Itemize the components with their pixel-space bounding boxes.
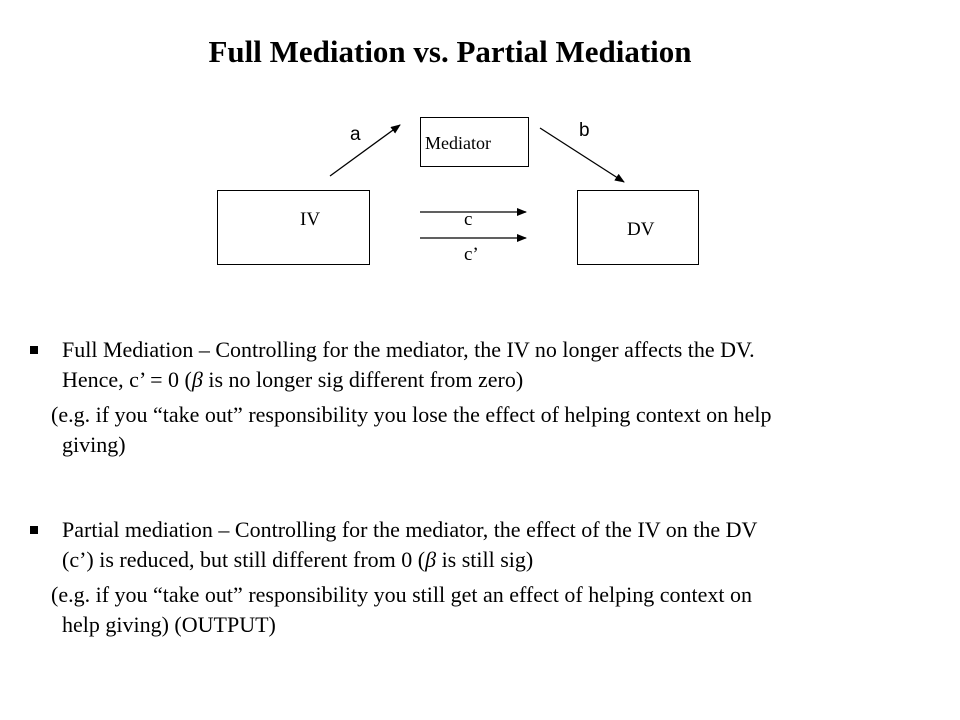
dv-label: DV <box>627 219 655 240</box>
mediator-label: Mediator <box>425 133 491 153</box>
bullet-line: Full Mediation – Controlling for the med… <box>62 337 755 362</box>
iv-box <box>217 190 370 265</box>
example-line-2: giving) <box>62 432 126 457</box>
example-partial-mediation: (e.g. if you “take out” responsibility y… <box>30 580 940 640</box>
mediator-box <box>420 117 529 167</box>
iv-label: IV <box>300 209 321 230</box>
arrow-a <box>329 124 401 177</box>
path-c-prime-label: c’ <box>464 244 479 265</box>
path-c-label: c <box>464 209 473 230</box>
beta-symbol: β <box>191 367 203 392</box>
example-line-2: help giving) (OUTPUT) <box>62 612 276 637</box>
path-a-label: a <box>350 124 361 145</box>
bullet-line-2: Hence, c’ = 0 (β is no longer sig differ… <box>62 365 940 395</box>
text-span: is no longer sig different from zero) <box>202 367 524 392</box>
bullet-line-2: (c’) is reduced, but still different fro… <box>62 545 940 575</box>
bullet-full-mediation: Full Mediation – Controlling for the med… <box>30 335 940 460</box>
slide-title: Full Mediation vs. Partial Mediation <box>208 34 692 69</box>
bullet-marker <box>30 346 38 354</box>
bullet-marker <box>30 526 38 534</box>
bullet-line: Partial mediation – Controlling for the … <box>62 517 758 542</box>
text-span: Hence, c’ = 0 ( <box>62 367 192 392</box>
bullet-row: Partial mediation – Controlling for the … <box>30 515 940 575</box>
beta-symbol: β <box>425 547 437 572</box>
example-line: (e.g. if you “take out” responsibility y… <box>51 582 752 607</box>
example-line: (e.g. if you “take out” responsibility y… <box>51 402 772 427</box>
example-full-mediation: (e.g. if you “take out” responsibility y… <box>30 400 940 460</box>
bullet-row: Full Mediation – Controlling for the med… <box>30 335 940 395</box>
text-span: (c’) is reduced, but still different fro… <box>62 547 426 572</box>
dv-box <box>577 190 699 265</box>
path-b-label: b <box>579 120 590 141</box>
text-span: is still sig) <box>436 547 534 572</box>
bullet-partial-mediation: Partial mediation – Controlling for the … <box>30 515 940 640</box>
